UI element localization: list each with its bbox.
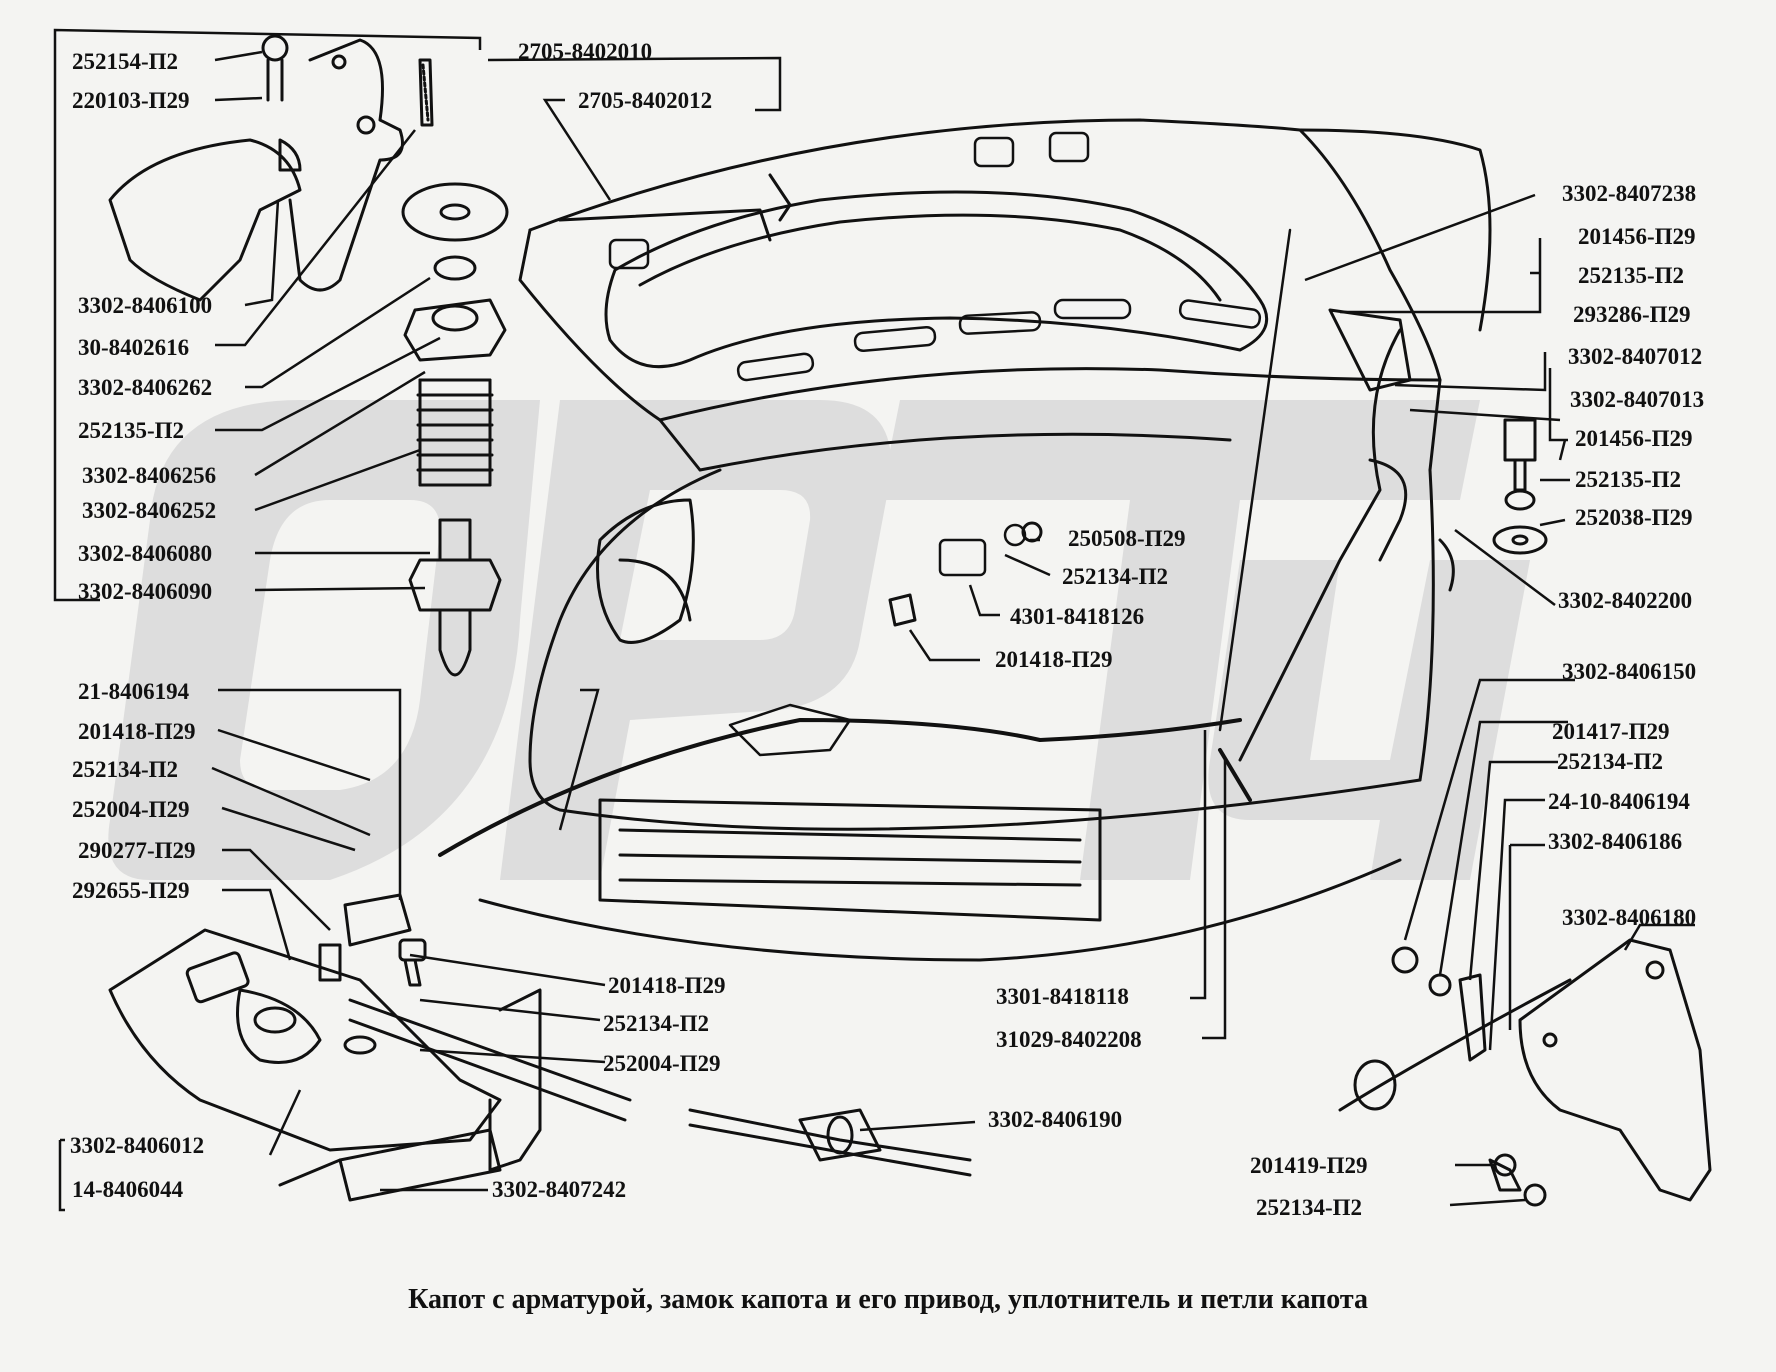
part-label: 30-8402616 [78, 335, 190, 360]
watermark-logo [108, 400, 1530, 880]
part-label: 2705-8402012 [578, 88, 713, 113]
part-label: 2705-8402010 [518, 39, 653, 64]
part-label: 201417-П29 [1552, 719, 1670, 744]
part-label: 3302-8406256 [82, 463, 217, 488]
part-label: 3302-8406012 [70, 1133, 205, 1158]
part-label: 3302-8406190 [988, 1107, 1123, 1132]
part-label: 3302-8402200 [1558, 588, 1693, 613]
part-label: 293286-П29 [1573, 302, 1691, 327]
part-label: 3302-8407242 [492, 1177, 627, 1202]
part-label: 252134-П2 [1256, 1195, 1363, 1220]
part-label: 4301-8418126 [1010, 604, 1145, 629]
part-label: 252134-П2 [603, 1011, 710, 1036]
part-label: 3302-8407238 [1562, 181, 1697, 206]
part-label: 3302-8406262 [78, 375, 213, 400]
leader-lines [53, 28, 1695, 1212]
part-label: 252135-П2 [78, 418, 185, 443]
part-label: 21-8406194 [78, 679, 190, 704]
diagram-caption: Капот с арматурой, замок капота и его пр… [408, 1284, 1368, 1315]
bump-stop-assembly [401, 182, 509, 677]
part-label: 252154-П2 [72, 49, 179, 74]
part-label: 3302-8406186 [1548, 829, 1683, 854]
part-label: 201418-П29 [78, 719, 196, 744]
part-label: 252004-П29 [603, 1051, 721, 1076]
part-label: 201418-П29 [608, 973, 726, 998]
hood-hinge-right [1338, 938, 1712, 1207]
car-body [478, 128, 1492, 962]
part-label: 3302-8406150 [1562, 659, 1697, 684]
part-label: 3302-8406080 [78, 541, 213, 566]
part-label: 290277-П29 [78, 838, 196, 863]
part-label: 252004-П29 [72, 797, 190, 822]
part-label: 252134-П2 [72, 757, 179, 782]
part-label: 220103-П29 [72, 88, 190, 113]
part-label: 252038-П29 [1575, 505, 1693, 530]
part-label: 14-8406044 [72, 1177, 184, 1202]
cable-clip [688, 1108, 972, 1177]
hood-panel [518, 118, 1442, 472]
part-label: 3302-8406100 [78, 293, 213, 318]
part-label: 3302-8406180 [1562, 905, 1697, 930]
part-label: 252135-П2 [1578, 263, 1685, 288]
part-label: 252134-П2 [1557, 749, 1664, 774]
hood-vents [608, 131, 1262, 382]
hood-hinge-left [108, 34, 434, 302]
part-label: 201456-П29 [1575, 426, 1693, 451]
hood-prop-rods [558, 173, 1455, 762]
part-label: 3301-8418118 [996, 984, 1129, 1009]
part-label: 252135-П2 [1575, 467, 1682, 492]
part-label: 201456-П29 [1578, 224, 1696, 249]
part-label: 201418-П29 [995, 647, 1113, 672]
part-label: 3302-8406252 [82, 498, 217, 523]
part-label: 24-10-8406194 [1548, 789, 1690, 814]
release-cable [438, 718, 1252, 857]
part-label: 3302-8406090 [78, 579, 213, 604]
part-label: 3302-8407012 [1568, 344, 1703, 369]
right-fasteners [888, 418, 1548, 627]
hood-lock-plate [108, 893, 632, 1202]
part-label: 201419-П29 [1250, 1153, 1368, 1178]
part-label: 3302-8407013 [1570, 387, 1705, 412]
part-label: 250508-П29 [1068, 526, 1186, 551]
part-label: 292655-П29 [72, 878, 190, 903]
part-label: 252134-П2 [1062, 564, 1169, 589]
part-label: 31029-8402208 [996, 1027, 1142, 1052]
